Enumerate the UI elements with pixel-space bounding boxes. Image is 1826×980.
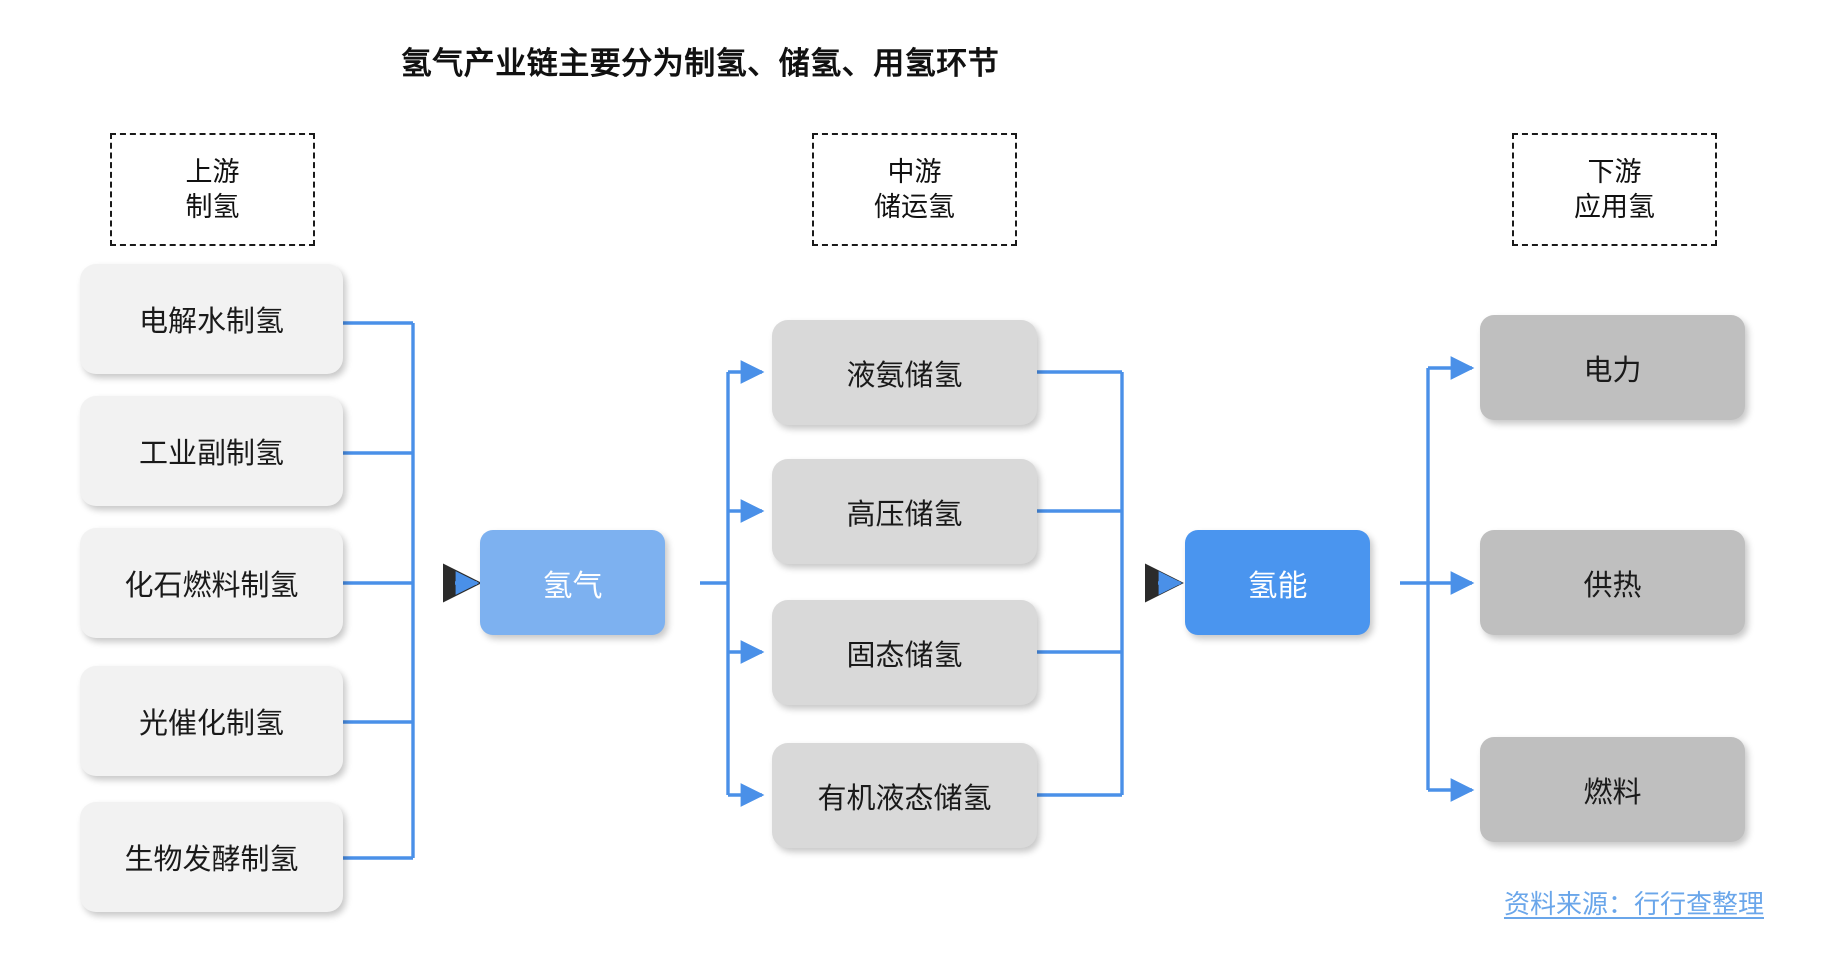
node-label: 电力: [1583, 354, 1642, 387]
stage-downstream-line2: 应用氢: [1574, 191, 1655, 222]
stage-midstream-line2: 储运氢: [874, 191, 955, 222]
node-label: 光催化制氢: [138, 708, 284, 740]
node-label: 氢能: [1247, 569, 1308, 603]
stage-upstream-line2: 制氢: [185, 191, 240, 222]
node-downstream-electricity[interactable]: 电力: [1480, 315, 1745, 420]
node-label: 有机液态储氢: [817, 782, 992, 815]
node-hub-hydrogen-energy[interactable]: 氢能: [1185, 530, 1370, 635]
node-label: 高压储氢: [846, 498, 963, 531]
node-label: 供热: [1583, 569, 1642, 602]
node-label: 液氨储氢: [846, 359, 963, 392]
node-label: 生物发酵制氢: [124, 844, 299, 876]
node-label: 固态储氢: [846, 639, 963, 672]
node-label: 氢气: [542, 569, 603, 603]
node-upstream-electrolysis[interactable]: 电解水制氢: [80, 264, 343, 374]
stage-header-upstream: 上游 制氢: [110, 133, 315, 246]
stage-header-midstream: 中游 储运氢: [812, 133, 1017, 246]
node-downstream-heating[interactable]: 供热: [1480, 530, 1745, 635]
node-label: 工业副制氢: [138, 438, 284, 470]
node-hub-hydrogen-gas[interactable]: 氢气: [480, 530, 665, 635]
node-upstream-bio-fermentation[interactable]: 生物发酵制氢: [80, 802, 343, 912]
stage-downstream-line1: 下游: [1587, 156, 1642, 187]
node-label: 燃料: [1583, 776, 1642, 809]
node-upstream-fossil-fuel[interactable]: 化石燃料制氢: [80, 528, 343, 638]
page-title: 氢气产业链主要分为制氢、储氢、用氢环节: [400, 46, 1000, 81]
node-downstream-fuel[interactable]: 燃料: [1480, 737, 1745, 842]
node-midstream-high-pressure[interactable]: 高压储氢: [772, 459, 1037, 564]
node-label: 化石燃料制氢: [124, 570, 299, 602]
source-note[interactable]: 资料来源：行行查整理: [1503, 889, 1764, 919]
node-midstream-solid-state[interactable]: 固态储氢: [772, 600, 1037, 705]
stage-header-downstream: 下游 应用氢: [1512, 133, 1717, 246]
stage-upstream-line1: 上游: [185, 156, 240, 187]
node-upstream-photocatalysis[interactable]: 光催化制氢: [80, 666, 343, 776]
node-label: 电解水制氢: [138, 306, 284, 338]
node-upstream-industrial-byproduct[interactable]: 工业副制氢: [80, 396, 343, 506]
node-midstream-liquid-ammonia[interactable]: 液氨储氢: [772, 320, 1037, 425]
stage-midstream-line1: 中游: [887, 156, 942, 187]
node-midstream-organic-liquid[interactable]: 有机液态储氢: [772, 743, 1037, 848]
